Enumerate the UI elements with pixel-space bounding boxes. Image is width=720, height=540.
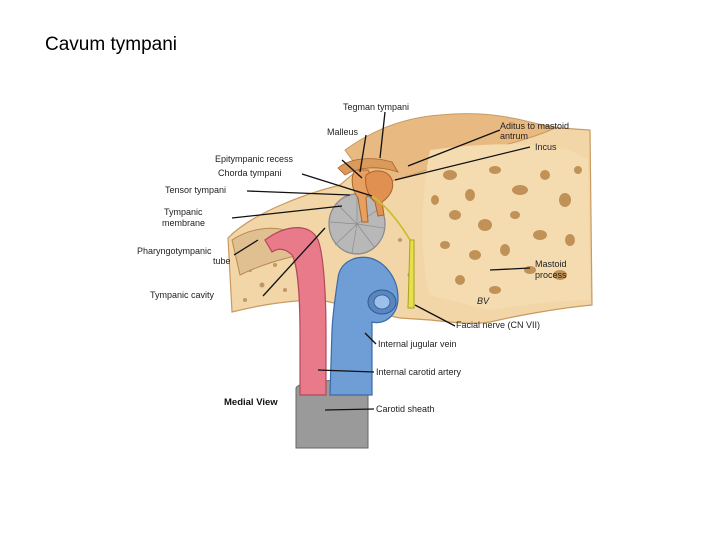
label-pharyngotympanic-line2: tube xyxy=(213,256,231,266)
label-medial-view: Medial View xyxy=(224,397,278,408)
label-tympanic-cavity: Tympanic cavity xyxy=(150,290,215,300)
label-malleus: Malleus xyxy=(327,127,359,137)
label-facial-nerve: Facial nerve (CN VII) xyxy=(456,320,540,330)
artist-signature: BV xyxy=(477,296,490,306)
label-internal-jugular-vein: Internal jugular vein xyxy=(378,339,457,349)
label-internal-carotid-artery: Internal carotid artery xyxy=(376,367,462,377)
label-epitympanic-recess: Epitympanic recess xyxy=(215,154,294,164)
mastoid-air-cells-region xyxy=(422,144,590,310)
label-aditus-line2: antrum xyxy=(500,131,528,141)
label-tensor-tympani: Tensor tympani xyxy=(165,185,226,195)
internal-carotid-artery xyxy=(264,227,327,396)
tympanic-membrane-striations xyxy=(329,196,385,254)
label-pharyngotympanic-line1: Pharyngotympanic xyxy=(137,246,212,256)
chorda-tympani xyxy=(371,195,411,241)
page-title: Cavum tympani xyxy=(45,34,177,55)
label-tympanic-membrane-line1: Tympanic xyxy=(164,207,203,217)
label-carotid-sheath: Carotid sheath xyxy=(376,404,435,414)
label-aditus-line1: Aditus to mastoid xyxy=(500,121,569,131)
label-chorda-tympani: Chorda tympani xyxy=(218,168,282,178)
label-mastoid-line2: process xyxy=(535,270,567,280)
epitympanic-recess xyxy=(337,158,399,176)
incus xyxy=(365,170,394,217)
leader-lines xyxy=(231,111,531,411)
facial-nerve xyxy=(407,239,415,309)
label-tympanic-membrane-line2: membrane xyxy=(162,218,205,228)
label-tegmen-tympani: Tegman tympani xyxy=(343,102,409,112)
label-incus: Incus xyxy=(535,142,557,152)
mastoid-air-cells xyxy=(431,166,582,294)
label-mastoid-line1: Mastoid xyxy=(535,259,567,269)
jugular-bulb-lumen xyxy=(373,294,391,310)
